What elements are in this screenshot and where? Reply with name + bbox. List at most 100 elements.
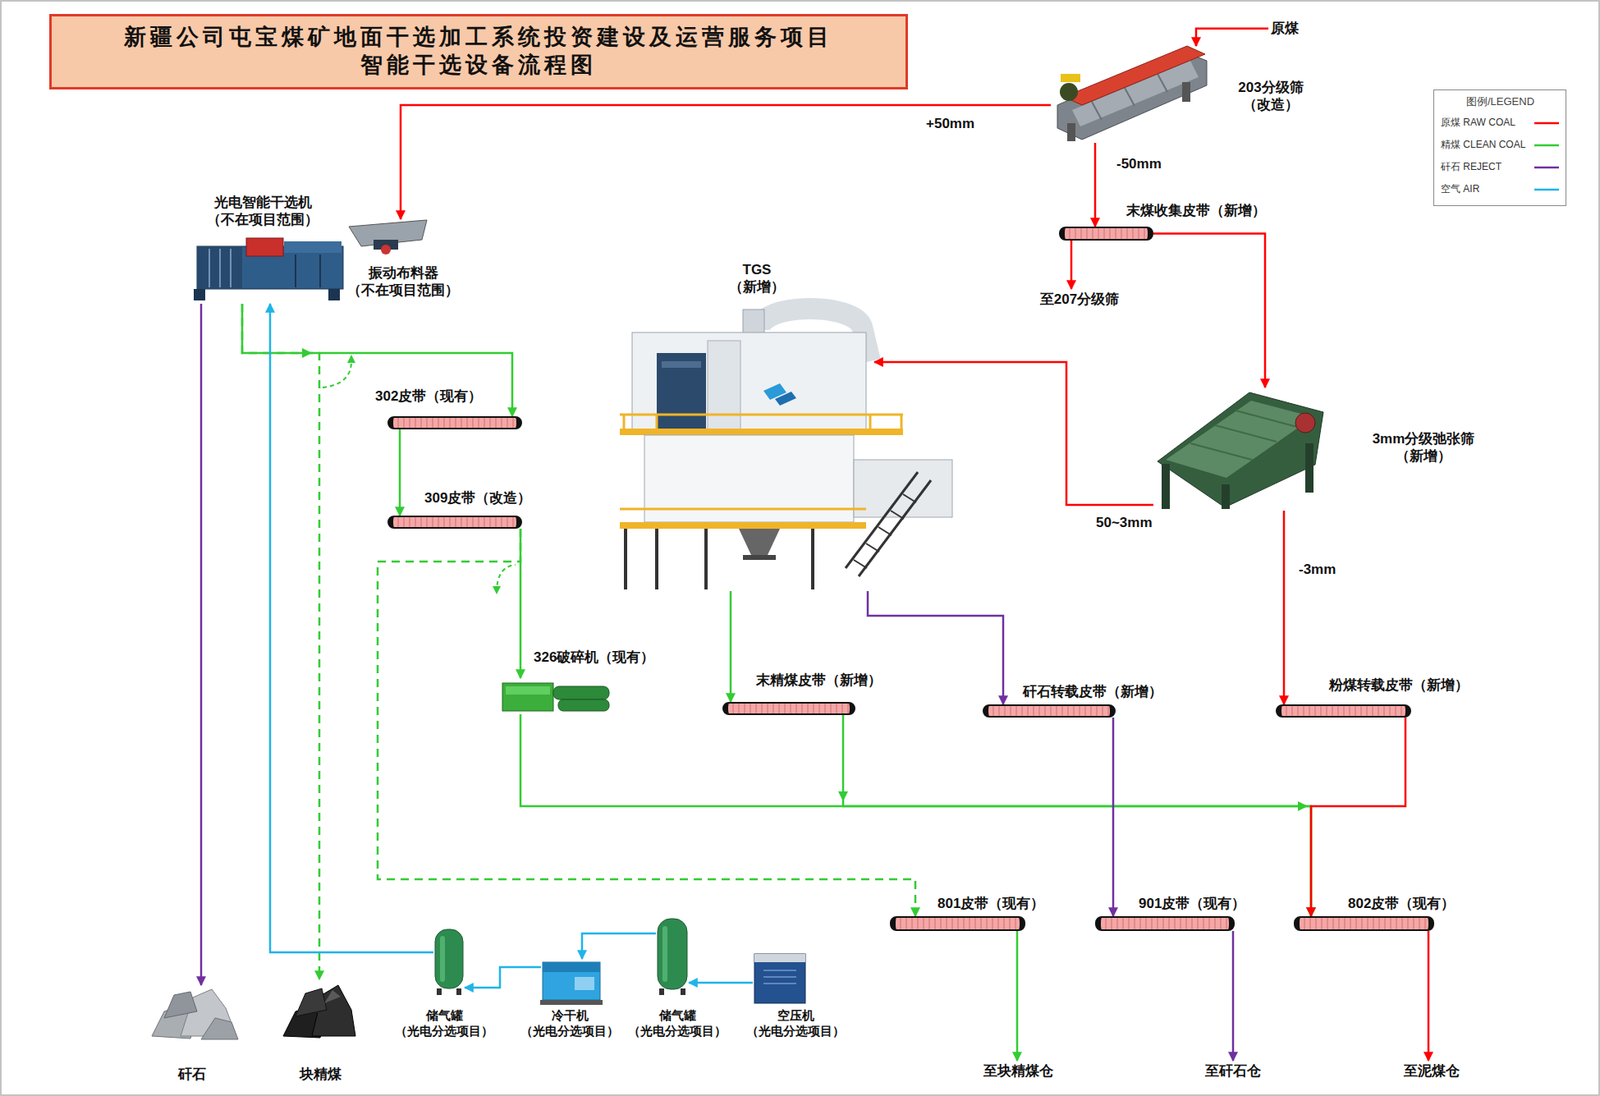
optical-sorter-part: [229, 248, 232, 288]
clean-coal-pile: [283, 985, 356, 1038]
optical-sorter-part: [246, 238, 284, 257]
legend-swatch-box: [1533, 141, 1560, 150]
conveyor-belt: 801皮带（现有）: [889, 916, 1026, 931]
node-label: 储气罐 （光电分选项目）: [394, 1008, 494, 1040]
flow-line: [400, 105, 1051, 220]
tgs-separator-part: [619, 413, 904, 417]
node-label: 至矸石仓: [1205, 1062, 1261, 1080]
relaxation-screen-part: [1161, 463, 1170, 509]
tgs-separator: [619, 308, 953, 590]
air-compressor-part: [754, 953, 806, 963]
flow-line: [1070, 240, 1073, 289]
flow-line: [688, 981, 753, 985]
tgs-separator-part: [656, 353, 707, 431]
relaxation-screen-part: [1157, 392, 1324, 508]
node-label: 末精煤皮带（新增）: [756, 671, 882, 689]
node-label: 矸石: [178, 1065, 207, 1083]
flow-line: [520, 714, 1312, 917]
flow-marks-part: [322, 361, 352, 388]
tgs-separator-part: [623, 528, 628, 590]
conveyor-belt: 802皮带（现有）: [1293, 916, 1435, 931]
vibrating-screen-203-part: [1059, 82, 1078, 101]
vibrating-feeder-part: [380, 244, 391, 255]
air-dryer-part: [574, 976, 595, 991]
air-tank-right-part: [680, 988, 686, 995]
node-label: 309皮带（改造）: [424, 489, 532, 507]
legend-row: 精煤 CLEAN COAL: [1440, 133, 1560, 156]
node-label: 至泥煤仓: [1403, 1062, 1460, 1080]
flow-line: [1196, 28, 1269, 46]
equipment-node: 3mm分级弛张筛 （新增）: [1153, 387, 1327, 511]
air-tank-left-part: [436, 988, 442, 995]
edge-label: 50~3mm: [1095, 513, 1153, 532]
conveyor-belt: 粉煤转载皮带（新增）: [1275, 704, 1412, 718]
terminal-node: 原煤: [1268, 18, 1302, 39]
tgs-separator-part: [619, 428, 904, 436]
tgs-separator-part: [742, 554, 776, 560]
relaxation-screen-part: [1221, 484, 1230, 509]
optical-sorter-part: [294, 254, 297, 288]
crusher-326-part: [558, 699, 610, 711]
node-label: 至207分级筛: [1040, 290, 1119, 308]
air-compressor-part: [763, 976, 797, 978]
air-compressor: [754, 953, 806, 1004]
flow-line: [843, 715, 1312, 917]
flow-line: [200, 303, 203, 986]
optical-sorter: [193, 238, 344, 301]
connectors: [201, 28, 1429, 1061]
tgs-separator-part: [619, 508, 867, 511]
flow-marks-part: [347, 354, 356, 363]
tgs-separator-part: [890, 510, 904, 519]
equipment-node: TGS （新增）: [617, 324, 875, 592]
vibrating-screen-203-part: [1060, 73, 1081, 83]
tgs-separator-part: [878, 527, 892, 536]
gangue-pile-part: [201, 1017, 239, 1040]
optical-sorter-part: [319, 254, 321, 288]
flow-line: [1232, 930, 1235, 1061]
legend-row: 空气 AIR: [1440, 178, 1560, 201]
gangue-pile: [151, 989, 239, 1040]
tgs-separator-part: [869, 414, 872, 429]
flow-line: [874, 362, 1154, 505]
terminal-node: 至207分级筛: [1037, 288, 1122, 310]
vibrating-screen-203-part: [1063, 45, 1206, 106]
vibrating-screen-203-part: [1157, 73, 1168, 92]
edge-label: +50mm: [926, 114, 975, 133]
dashed-flow-line: [377, 528, 916, 917]
crusher-326-part: [505, 686, 551, 695]
vibrating-screen-203: [1057, 45, 1207, 142]
legend-swatch: [1534, 143, 1559, 147]
air-tank-left: [435, 929, 464, 995]
vibrating-screen-203-part: [1067, 123, 1076, 142]
equipment-node: 储气罐 （光电分选项目）: [655, 916, 689, 995]
tgs-separator-part: [774, 391, 797, 406]
terminal-node: 至泥煤仓: [1401, 1060, 1463, 1082]
flow-line: [729, 591, 733, 702]
legend-swatch-box: [1533, 163, 1560, 172]
air-compressor-part: [763, 969, 797, 972]
air-tank-right-part: [657, 918, 688, 990]
air-tank-right-part: [662, 926, 668, 982]
flow-line: [242, 303, 513, 417]
tgs-separator-part: [900, 414, 904, 429]
optical-sorter-part: [197, 246, 243, 289]
tgs-separator-part: [707, 340, 741, 431]
node-label: 储气罐 （光电分选项目）: [628, 1008, 727, 1040]
conveyor-belt: 末煤收集皮带（新增）: [1059, 226, 1154, 241]
air-tank-left-part: [456, 988, 462, 995]
flow-marks: [302, 348, 1308, 812]
clean-coal-pile-part: [324, 990, 341, 1004]
vibrating-screen-203-part: [1124, 87, 1135, 106]
flow-line: [582, 933, 656, 959]
equipment-node: 矸石: [147, 985, 240, 1041]
node-label: 光电智能干选机 （不在项目范围）: [206, 193, 319, 230]
legend-swatch: [1534, 121, 1559, 124]
node-label: 振动布料器 （不在项目范围）: [347, 264, 459, 300]
terminal-node: 至块精煤仓: [981, 1060, 1056, 1082]
tgs-separator-part: [655, 414, 659, 429]
tgs-separator-part: [853, 459, 953, 518]
legend-heading: 图例/LEGEND: [1440, 94, 1560, 110]
flow-line: [1427, 930, 1431, 1061]
